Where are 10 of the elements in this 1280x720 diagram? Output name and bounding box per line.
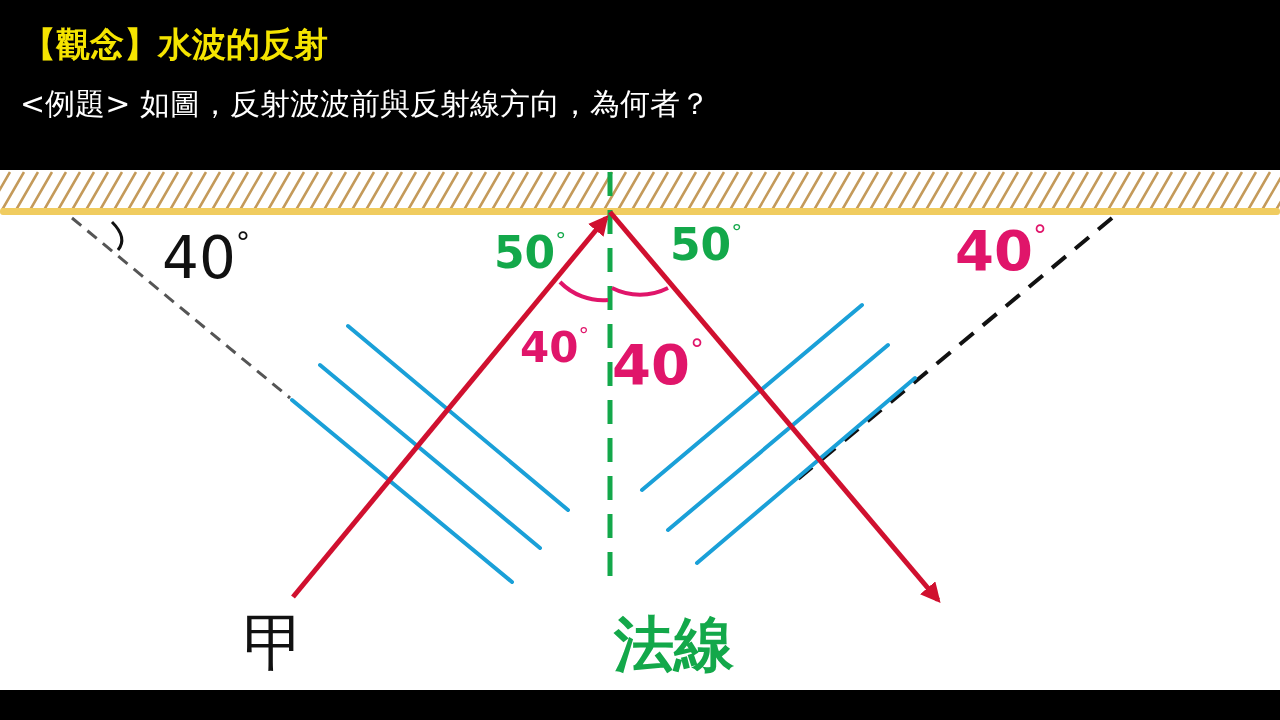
angle-label: 50$^{°}$ [670,222,743,267]
angle-label: 40$^{°}$ [520,326,589,369]
diagram-label: 法線 [614,614,734,674]
angle-label: 50$^{°}$ [494,230,567,275]
angle-label: 40$^{°}$ [612,336,704,394]
angle-label: 40$^{°}$ [955,222,1047,280]
slide-title: 【觀念】水波的反射 [22,23,328,66]
question-text: <例題> 如圖，反射波波前與反射線方向，為何者？ [20,85,710,123]
diagram-label: 甲 [243,612,305,674]
angle-label: 40$^{°}$ [162,228,251,288]
